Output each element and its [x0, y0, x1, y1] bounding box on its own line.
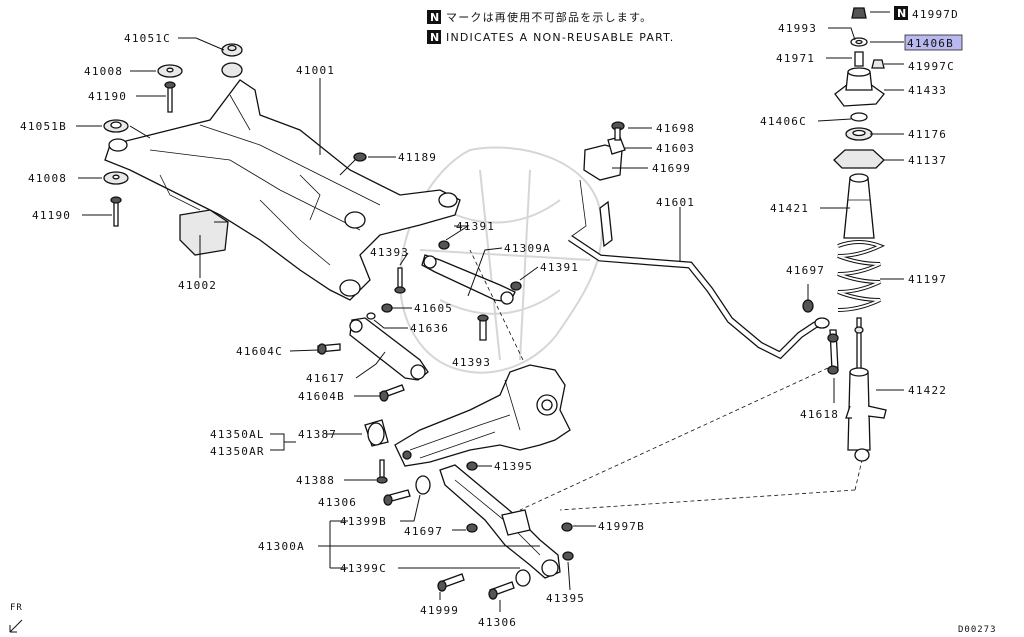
- part-label-41601: 41601: [656, 196, 695, 209]
- part-label-41189: 41189: [398, 151, 437, 164]
- part-label-41999: 41999: [420, 604, 459, 617]
- part-label-41422: 41422: [908, 384, 947, 397]
- part-label-41300A: 41300A: [258, 540, 305, 553]
- part-label-41997D: 41997D: [912, 8, 959, 21]
- note-japanese: マークは再使用不可部品を示します。: [446, 10, 652, 24]
- part-label-41001: 41001: [296, 64, 335, 77]
- badge-letter: N: [430, 11, 439, 24]
- part-label-41388: 41388: [296, 474, 335, 487]
- part-label-41636: 41636: [410, 322, 449, 335]
- part-label-41002: 41002: [178, 279, 217, 292]
- part-label-41350AR: 41350AR: [210, 445, 265, 458]
- lateral-link-drawing: [289, 317, 429, 402]
- part-label-41190-lower: 41190: [32, 209, 71, 222]
- part-label-41604B: 41604B: [298, 390, 345, 403]
- badge-letter-2: N: [430, 31, 439, 44]
- part-label-41008-upper: 41008: [84, 65, 123, 78]
- part-label-41350AL: 41350AL: [210, 428, 265, 441]
- part-label-41997C: 41997C: [908, 60, 955, 73]
- front-label: FR: [10, 603, 23, 613]
- part-label-41137: 41137: [908, 154, 947, 167]
- part-label-41618: 41618: [800, 408, 839, 421]
- diagram-code: D00273: [958, 625, 997, 635]
- header-notes: N マークは再使用不可部品を示します。 N INDICATES A NON-RE…: [427, 10, 674, 44]
- badge-letter-41997D: N: [897, 7, 906, 20]
- part-label-41051B: 41051B: [20, 120, 67, 133]
- part-label-41406B: 41406B: [907, 37, 954, 50]
- part-label-41051C: 41051C: [124, 32, 171, 45]
- part-label-41604C: 41604C: [236, 345, 283, 358]
- part-label-41605: 41605: [414, 302, 453, 315]
- part-label-41399C: 41399C: [340, 562, 387, 575]
- part-label-41306-lower: 41306: [478, 616, 517, 629]
- toe-arm-drawing: [366, 225, 539, 341]
- highlighted-part-box: [904, 34, 963, 51]
- part-label-41697-lower: 41697: [404, 525, 443, 538]
- part-label-41197: 41197: [908, 273, 947, 286]
- part-labels: 41051C 41008 41190 41051B 41008 41190 41…: [20, 8, 959, 629]
- part-label-41393-upper: 41393: [370, 246, 409, 259]
- note-english: INDICATES A NON-REUSABLE PART.: [446, 31, 674, 44]
- part-label-41008-lower: 41008: [28, 172, 67, 185]
- part-label-41393-lower: 41393: [452, 356, 491, 369]
- part-label-41697-upper: 41697: [786, 264, 825, 277]
- knuckle-drawing: [270, 364, 571, 484]
- crossmember-drawing: [104, 62, 461, 301]
- part-label-41406C: 41406C: [760, 115, 807, 128]
- part-label-41993: 41993: [778, 22, 817, 35]
- guide-lines: [469, 249, 863, 511]
- part-label-41603: 41603: [656, 142, 695, 155]
- stabilizer-drawing: [568, 121, 839, 403]
- shock-assembly-drawing: [817, 7, 904, 462]
- non-reusable-badge: [427, 10, 441, 24]
- part-label-41395-upper: 41395: [494, 460, 533, 473]
- part-label-41399B: 41399B: [340, 515, 387, 528]
- part-label-41306-upper: 41306: [318, 496, 357, 509]
- left-washers: [76, 37, 396, 278]
- part-label-41395-lower: 41395: [546, 592, 585, 605]
- part-label-41391-upper: 41391: [456, 220, 495, 233]
- part-label-41698: 41698: [656, 122, 695, 135]
- part-label-41971: 41971: [776, 52, 815, 65]
- part-label-41997B: 41997B: [598, 520, 645, 533]
- part-label-41433: 41433: [908, 84, 947, 97]
- non-reusable-badge-41997D: [894, 6, 908, 20]
- part-label-41699: 41699: [652, 162, 691, 175]
- part-label-41176: 41176: [908, 128, 947, 141]
- lower-arm-drawing: [318, 461, 596, 612]
- part-label-41190-upper: 41190: [88, 90, 127, 103]
- part-label-41391-lower: 41391: [540, 261, 579, 274]
- part-label-41421: 41421: [770, 202, 809, 215]
- non-reusable-badge-2: [427, 30, 441, 44]
- part-label-41387: 41387: [298, 428, 337, 441]
- part-label-41617: 41617: [306, 372, 345, 385]
- front-arrow: [9, 619, 23, 633]
- damper-block-shape: [179, 209, 229, 256]
- part-label-41309A: 41309A: [504, 242, 551, 255]
